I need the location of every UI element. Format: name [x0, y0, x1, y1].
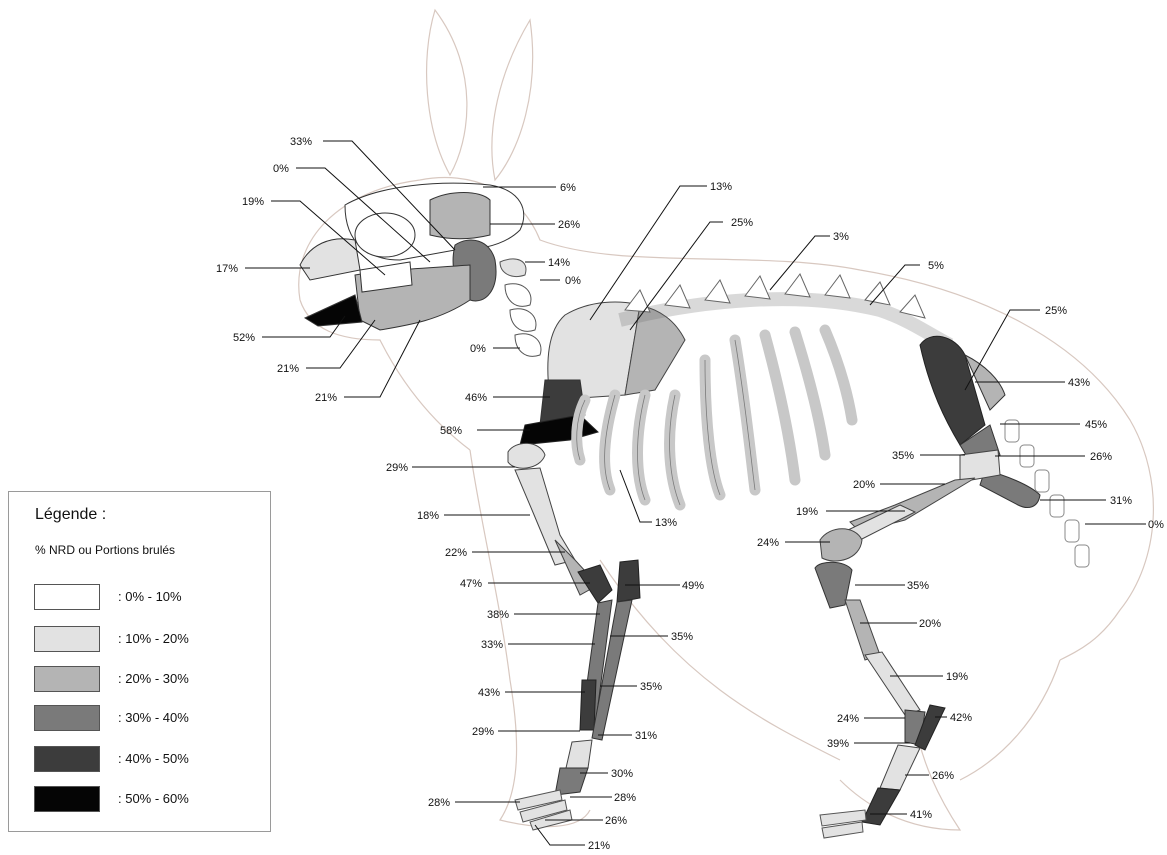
bone-hind-phalanx — [862, 788, 900, 825]
label-radius-dist: 43% — [478, 687, 500, 699]
legend-label: : 50% - 60% — [118, 791, 189, 806]
label-olecranon: 49% — [682, 580, 704, 592]
label-carpal: 29% — [472, 726, 494, 738]
label-skull-top: 33% — [290, 136, 312, 148]
legend-subtitle: % NRD ou Portions brulés — [35, 543, 175, 557]
label-humerus-head: 29% — [386, 462, 408, 474]
bone-radius-dist — [580, 680, 596, 730]
label-metatarsal: 26% — [932, 770, 954, 782]
legend-item: : 0% - 10% — [34, 584, 264, 612]
bone-olecranon — [617, 560, 640, 602]
label-nasal: 19% — [242, 196, 264, 208]
label-pubis: 26% — [1090, 451, 1112, 463]
label-skull-orbit: 0% — [273, 163, 289, 175]
label-mc-mid: 28% — [614, 792, 636, 804]
body-outline — [299, 10, 1154, 830]
legend-swatch — [34, 666, 100, 692]
legend: Légende : % NRD ou Portions brulés : 0% … — [8, 491, 271, 832]
label-humerus-distal: 22% — [445, 547, 467, 559]
label-ulna-tip: 31% — [635, 730, 657, 742]
label-humerus-shaft: 18% — [417, 510, 439, 522]
label-femur-head: 20% — [853, 479, 875, 491]
label-tail-root: 31% — [1110, 495, 1132, 507]
legend-label: : 20% - 30% — [118, 671, 189, 686]
label-ilium-top: 25% — [1045, 305, 1067, 317]
bone-knee — [820, 529, 862, 561]
label-phalanx-front-b: 26% — [605, 815, 627, 827]
label-ulna-top: 47% — [460, 578, 482, 590]
label-ribs: 13% — [655, 517, 677, 529]
bone-metatarsals — [880, 745, 920, 790]
bone-orbit — [355, 213, 415, 257]
label-cervical: 0% — [470, 343, 486, 355]
bone-humerus-head — [508, 443, 545, 468]
legend-swatch — [34, 584, 100, 610]
cervical-vertebrae — [500, 259, 541, 356]
label-femur-shaft: 19% — [796, 506, 818, 518]
label-premaxilla: 17% — [216, 263, 238, 275]
legend-item: : 10% - 20% — [34, 626, 264, 654]
legend-swatch — [34, 705, 100, 731]
legend-swatch — [34, 746, 100, 772]
label-cranium-upper: 6% — [560, 182, 576, 194]
legend-swatch — [34, 786, 100, 812]
label-ulna-dist: 35% — [640, 681, 662, 693]
legend-label: : 0% - 10% — [118, 589, 182, 604]
legend-item: : 30% - 40% — [34, 705, 264, 733]
bone-incisor — [305, 295, 362, 326]
legend-title: Légende : — [35, 506, 106, 524]
label-calcaneus: 42% — [950, 712, 972, 724]
label-atlas: 14% — [548, 257, 570, 269]
label-tarsal: 24% — [837, 713, 859, 725]
label-thoracic: 3% — [833, 231, 849, 243]
bone-tibia-dist — [865, 652, 920, 715]
label-ulna-mid: 35% — [671, 631, 693, 643]
legend-label: : 30% - 40% — [118, 710, 189, 725]
legend-label: : 10% - 20% — [118, 631, 189, 646]
label-astragalus: 39% — [827, 738, 849, 750]
label-phalanx-front: 28% — [428, 797, 450, 809]
label-hind-phalanx: 41% — [910, 809, 932, 821]
label-tibia-dist: 19% — [946, 671, 968, 683]
bone-frontal — [430, 193, 490, 239]
label-scapula-body: 25% — [731, 217, 753, 229]
label-ischium: 45% — [1085, 419, 1107, 431]
label-knee: 24% — [757, 537, 779, 549]
bone-carpals — [566, 740, 592, 768]
label-tail: 0% — [1148, 519, 1164, 531]
label-glenoid: 58% — [440, 425, 462, 437]
label-radius-prox: 38% — [487, 609, 509, 621]
label-incisor: 52% — [233, 332, 255, 344]
label-scapula-neck: 46% — [465, 392, 487, 404]
label-mandible: 21% — [315, 392, 337, 404]
bone-glenoid — [520, 415, 598, 445]
bone-ilium — [920, 336, 985, 445]
label-radius-mid: 33% — [481, 639, 503, 651]
label-ilium: 43% — [1068, 377, 1090, 389]
legend-swatch — [34, 626, 100, 652]
label-axis: 0% — [565, 275, 581, 287]
label-acetabulum: 35% — [892, 450, 914, 462]
label-tibia-prox: 35% — [907, 580, 929, 592]
label-lumbar: 5% — [928, 260, 944, 272]
label-scapula-upper: 13% — [710, 181, 732, 193]
label-maxilla-teeth: 21% — [277, 363, 299, 375]
label-cranium-back: 26% — [558, 219, 580, 231]
bone-hind-toes — [820, 810, 866, 838]
legend-item: : 20% - 30% — [34, 666, 264, 694]
bone-front-phalanges — [515, 790, 572, 830]
legend-item: : 40% - 50% — [34, 746, 264, 774]
skull — [300, 183, 524, 330]
label-metacarpal: 30% — [611, 768, 633, 780]
legend-label: : 40% - 50% — [118, 751, 189, 766]
label-tibia-mid: 20% — [919, 618, 941, 630]
bone-tibia — [845, 600, 880, 660]
label-phalanx-front-c: 21% — [588, 840, 610, 850]
legend-item: : 50% - 60% — [34, 786, 264, 814]
